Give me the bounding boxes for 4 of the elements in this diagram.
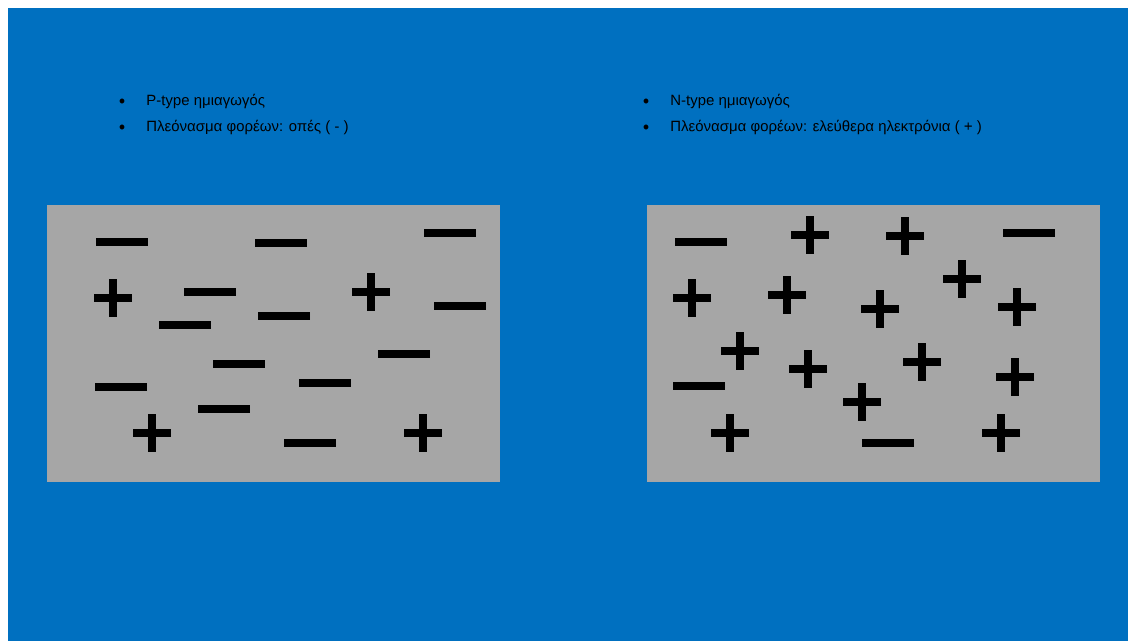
bullet-text: N-type ημιαγωγός: [671, 93, 790, 109]
bullet-text: Πλεόνασμα φορέων: ελεύθερα ηλεκτρόνια ( + ): [671, 119, 981, 135]
bullet-text: P-type ημιαγωγός: [147, 93, 265, 109]
bullet-text: Πλεόνασμα φορέων: οπές ( - ): [147, 119, 348, 135]
